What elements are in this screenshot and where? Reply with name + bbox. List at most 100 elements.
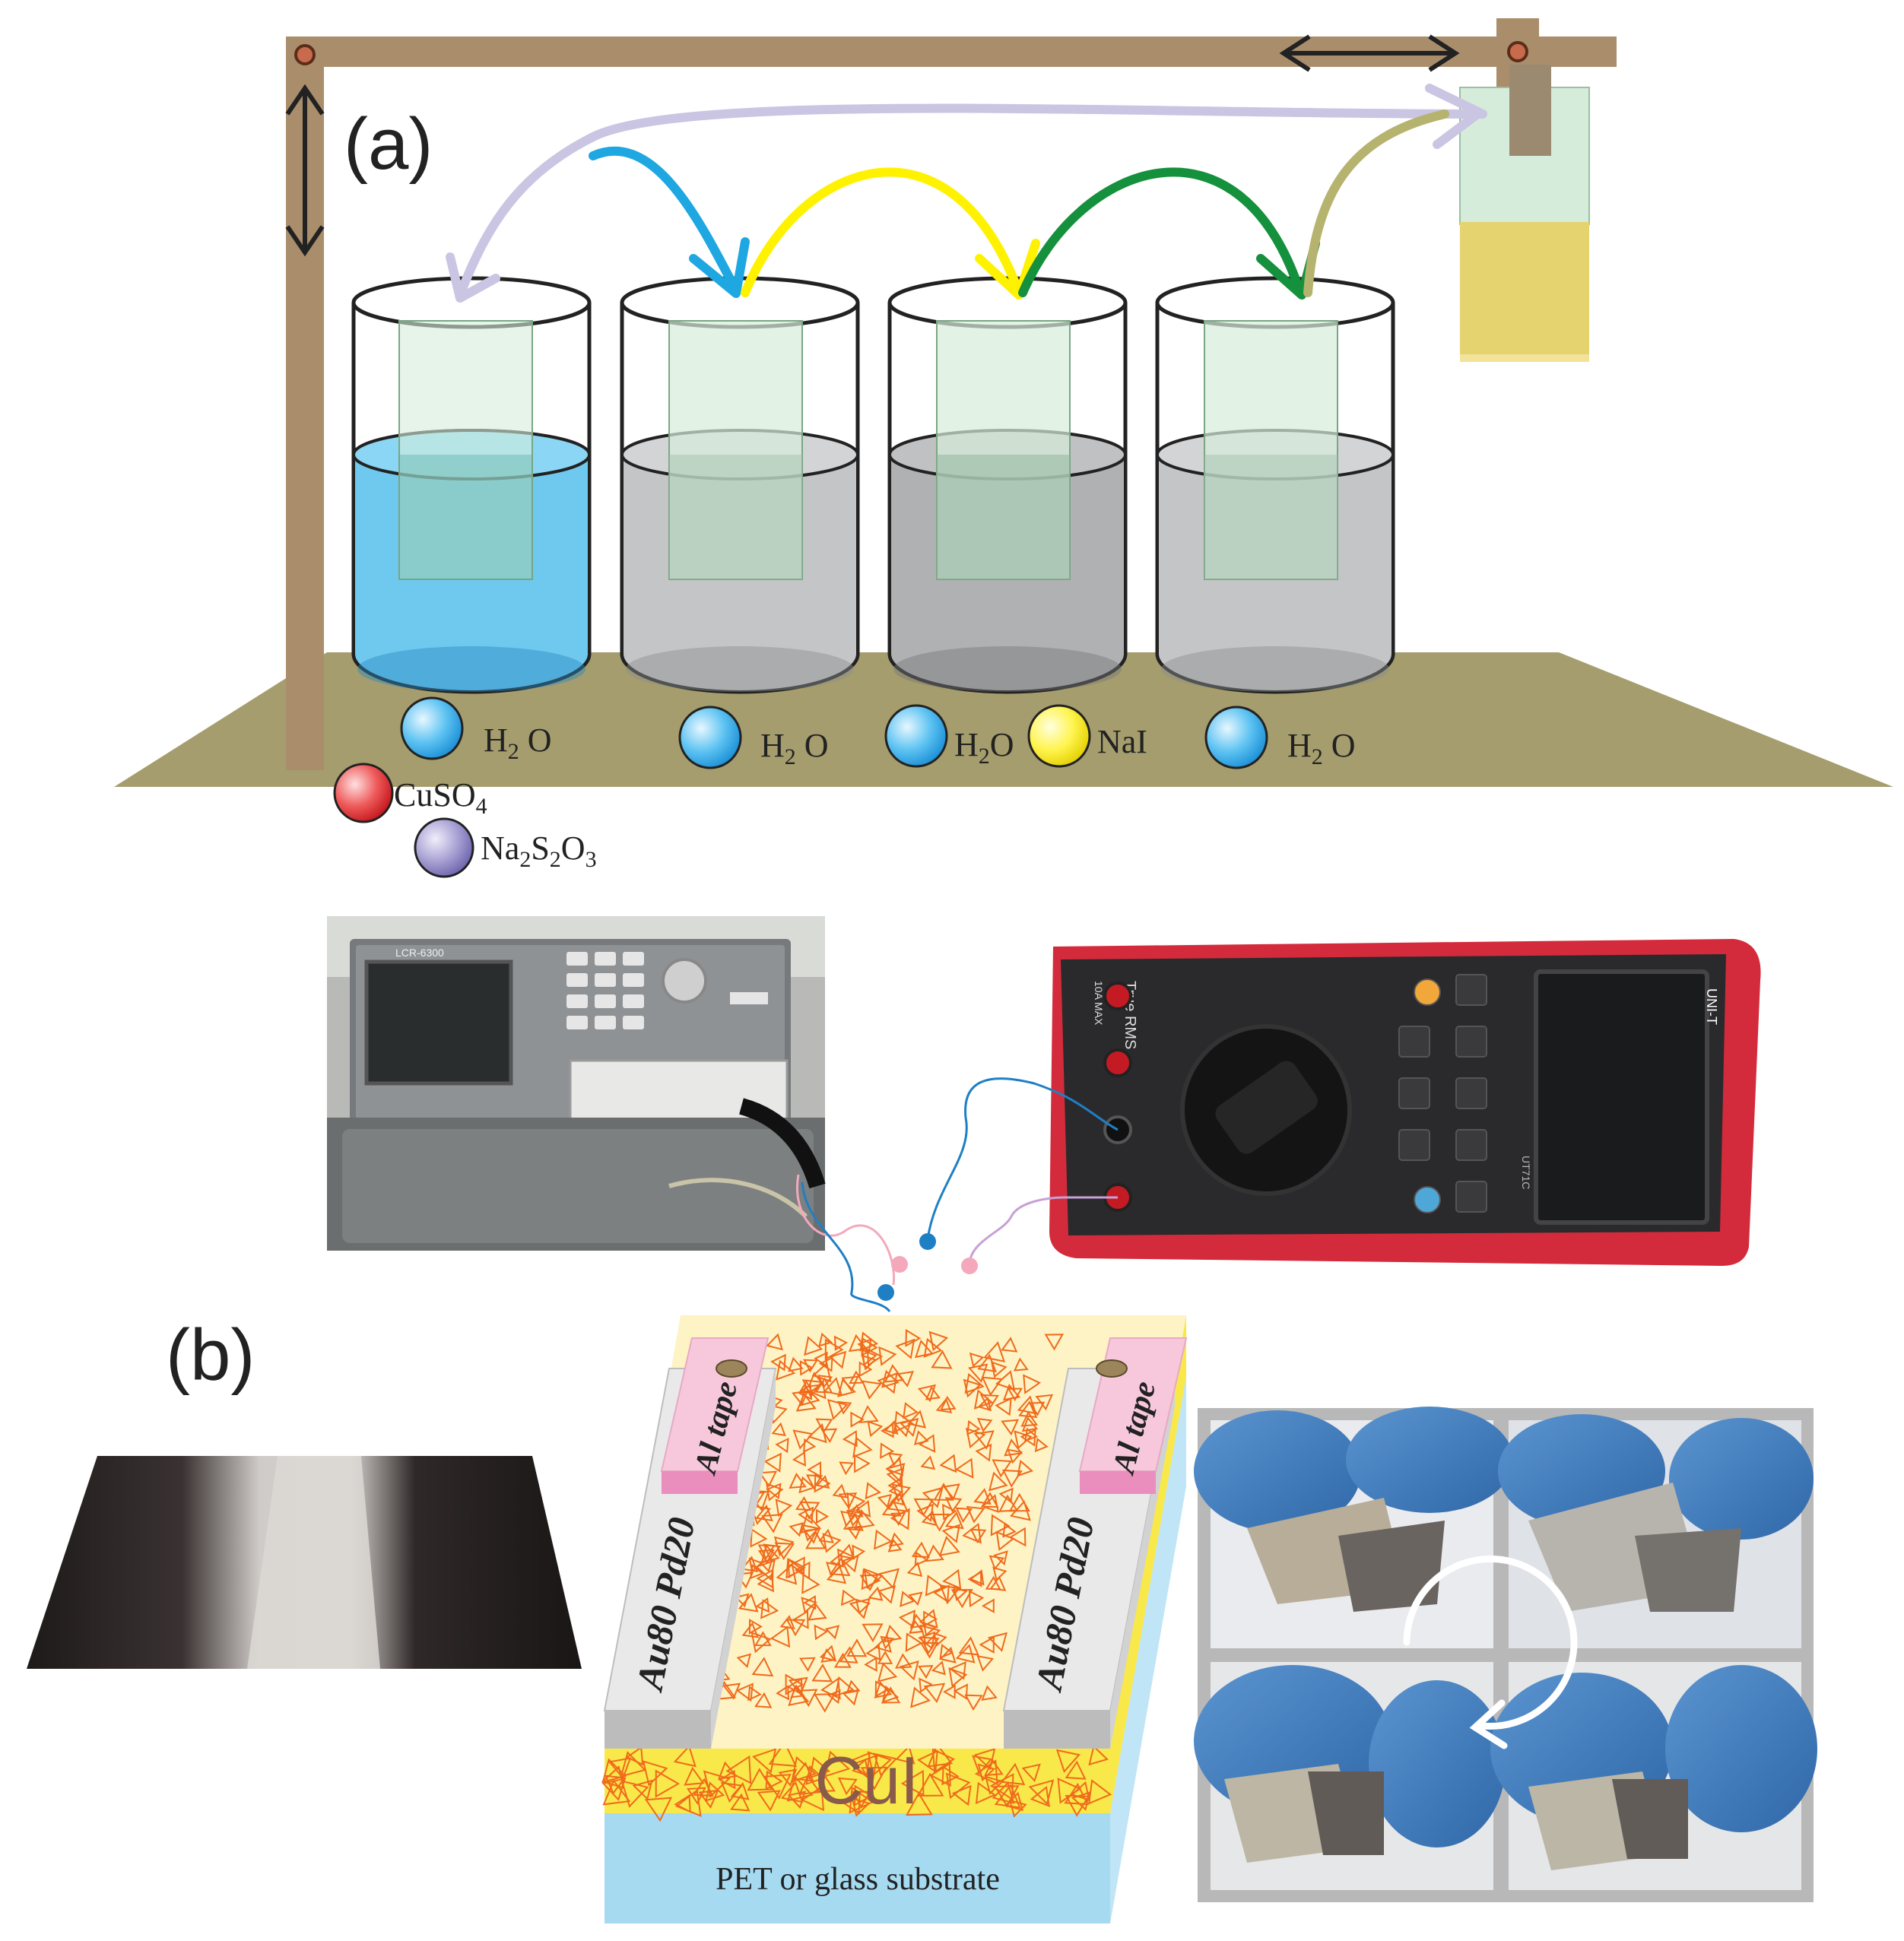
rotation-arrow-icon: [1403, 1555, 1578, 1749]
triangle-crystal: [966, 1505, 985, 1524]
triangle-crystal: [853, 1454, 871, 1473]
triangle-crystal: [927, 1743, 954, 1768]
triangle-crystal: [969, 1569, 985, 1586]
triangle-crystal: [898, 1610, 916, 1629]
transfer-arrow-2: [741, 167, 1023, 297]
triangle-crystal: [754, 1559, 776, 1581]
triangle-crystal: [914, 1551, 928, 1567]
triangle-crystals-top: [696, 1329, 1065, 1713]
triangle-crystal: [811, 1362, 832, 1383]
triangle-crystal: [833, 1335, 849, 1351]
nai-molecule-icon: [1027, 704, 1091, 768]
triangle-crystal: [687, 1787, 706, 1805]
triangle-crystal: [798, 1476, 816, 1494]
triangle-crystal: [855, 1598, 871, 1615]
triangle-crystal: [973, 1748, 996, 1771]
triangle-crystal: [833, 1652, 852, 1668]
triangle-crystal: [969, 1528, 987, 1544]
triangle-crystal: [857, 1338, 872, 1354]
triangle-crystal: [823, 1750, 851, 1778]
triangle-crystal: [792, 1390, 809, 1407]
triangle-crystal: [941, 1503, 957, 1521]
triangle-crystal: [886, 1467, 905, 1486]
cui-film-front: [605, 1749, 1110, 1813]
triangle-crystal: [1017, 1460, 1034, 1477]
triangle-crystal: [842, 1689, 859, 1706]
triangle-crystal: [703, 1770, 731, 1798]
triangle-crystal: [913, 1498, 935, 1517]
triangle-crystal: [785, 1558, 804, 1579]
triangle-crystal: [940, 1395, 957, 1411]
bending-photo-4: [1490, 1662, 1817, 1890]
triangle-crystal: [1007, 1388, 1023, 1402]
triangle-crystal: [718, 1769, 736, 1790]
triangle-crystal: [1020, 1429, 1036, 1447]
triangle-crystal: [992, 1566, 1008, 1581]
triangle-crystal: [771, 1422, 786, 1437]
triangle-crystal: [982, 1598, 995, 1613]
triangle-crystal: [935, 1397, 953, 1413]
beaker-2: [620, 276, 860, 694]
triangle-crystal: [642, 1760, 668, 1787]
triangle-crystal: [890, 1491, 905, 1506]
triangle-crystal: [813, 1693, 836, 1713]
triangle-crystal: [725, 1755, 752, 1784]
panel-b: (b) LCR-6300: [27, 916, 1817, 1924]
triangle-crystal: [967, 1363, 988, 1383]
triangle-crystal: [789, 1522, 804, 1537]
triangle-crystal: [998, 1494, 1019, 1512]
triangle-crystal: [919, 1624, 941, 1646]
triangle-crystal: [824, 1338, 844, 1361]
triangle-crystal: [750, 1528, 768, 1548]
panel-label-a: (a): [344, 103, 433, 185]
triangle-crystal: [849, 1597, 871, 1619]
triangle-crystal: [730, 1782, 750, 1800]
triangle-crystal: [790, 1684, 805, 1698]
triangle-crystal: [861, 1380, 882, 1400]
triangle-crystal: [981, 1685, 998, 1701]
triangle-crystal: [976, 1417, 993, 1432]
triangle-crystal: [945, 1772, 971, 1800]
triangle-crystal: [923, 1610, 938, 1628]
triangle-crystal: [752, 1748, 777, 1774]
triangle-crystal: [1004, 1438, 1023, 1457]
triangle-crystal: [881, 1369, 900, 1388]
triangle-crystal: [787, 1790, 807, 1809]
triangle-crystal: [866, 1348, 884, 1367]
na2s2o3-label: Na2S2O3: [481, 829, 597, 872]
triangle-crystal: [735, 1593, 750, 1608]
triangle-crystal: [933, 1632, 947, 1647]
triangle-crystal: [948, 1667, 968, 1688]
triangle-crystal: [750, 1632, 772, 1654]
triangle-crystal: [873, 1752, 898, 1777]
substrate-label: PET or glass substrate: [716, 1862, 1000, 1897]
triangle-crystal: [814, 1473, 831, 1493]
triangle-crystal: [788, 1356, 804, 1372]
triangle-crystal: [816, 1774, 836, 1793]
triangle-crystal: [1013, 1357, 1029, 1372]
triangle-crystal: [931, 1748, 956, 1774]
triangle-crystal: [801, 1785, 825, 1812]
triangle-crystal: [837, 1400, 852, 1415]
panel-a: (a): [114, 18, 1893, 878]
transfer-arrow-1: [589, 146, 741, 295]
triangle-crystal: [931, 1660, 946, 1676]
triangle-crystal: [1021, 1416, 1039, 1432]
triangle-crystal: [837, 1777, 858, 1796]
beaker-3-extra-label: NaI: [1097, 723, 1147, 760]
triangle-crystal: [917, 1384, 936, 1403]
triangle-crystal: [955, 1507, 973, 1523]
triangle-crystal: [1020, 1411, 1038, 1427]
beaker-1: [351, 276, 592, 694]
lcr-model-label: LCR-6300: [395, 947, 444, 959]
na2s2o3-molecule-icon: [414, 817, 474, 878]
cuso4-molecule-icon: [333, 763, 394, 823]
triangle-crystal: [895, 1653, 912, 1669]
triangle-crystal: [939, 1646, 957, 1663]
film-photo: [27, 1456, 582, 1669]
triangle-crystal: [868, 1586, 884, 1601]
triangle-crystal: [895, 1338, 916, 1359]
multimeter-brand: UNI-T: [1704, 988, 1719, 1025]
triangle-crystal: [792, 1610, 809, 1629]
triangle-crystal: [601, 1777, 627, 1802]
